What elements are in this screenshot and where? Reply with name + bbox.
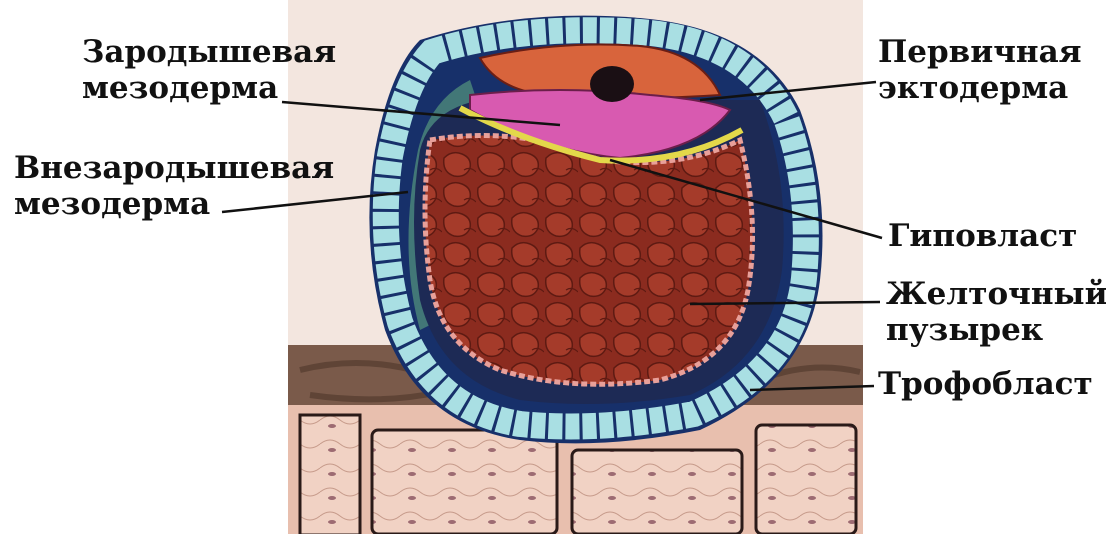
label-yolk-sac-line1: Желточный	[886, 276, 1106, 312]
label-trophoblast: Трофобласт	[878, 366, 1093, 402]
label-germinal-mesoderm-line2: мезодерма	[82, 70, 336, 106]
label-primary-ectoderm: Первичная эктодерма	[878, 34, 1082, 106]
label-extraembryonic-mesoderm-line2: мезодерма	[14, 186, 334, 222]
label-extraembryonic-mesoderm-line1: Внезародышевая	[14, 150, 334, 186]
label-hypoblast-line1: Гиповласт	[888, 218, 1077, 254]
label-primary-ectoderm-line2: эктодерма	[878, 70, 1082, 106]
yolk-sac	[425, 136, 753, 385]
label-germinal-mesoderm: Зародышевая мезодерма	[82, 34, 336, 106]
label-yolk-sac-line2: пузырек	[886, 312, 1106, 348]
label-primary-ectoderm-line1: Первичная	[878, 34, 1082, 70]
label-trophoblast-line1: Трофобласт	[878, 366, 1093, 402]
label-yolk-sac: Желточный пузырек	[886, 276, 1106, 348]
label-hypoblast: Гиповласт	[888, 218, 1077, 254]
amniotic-opening	[590, 66, 634, 102]
label-extraembryonic-mesoderm: Внезародышевая мезодерма	[14, 150, 334, 222]
label-germinal-mesoderm-line1: Зародышевая	[82, 34, 336, 70]
